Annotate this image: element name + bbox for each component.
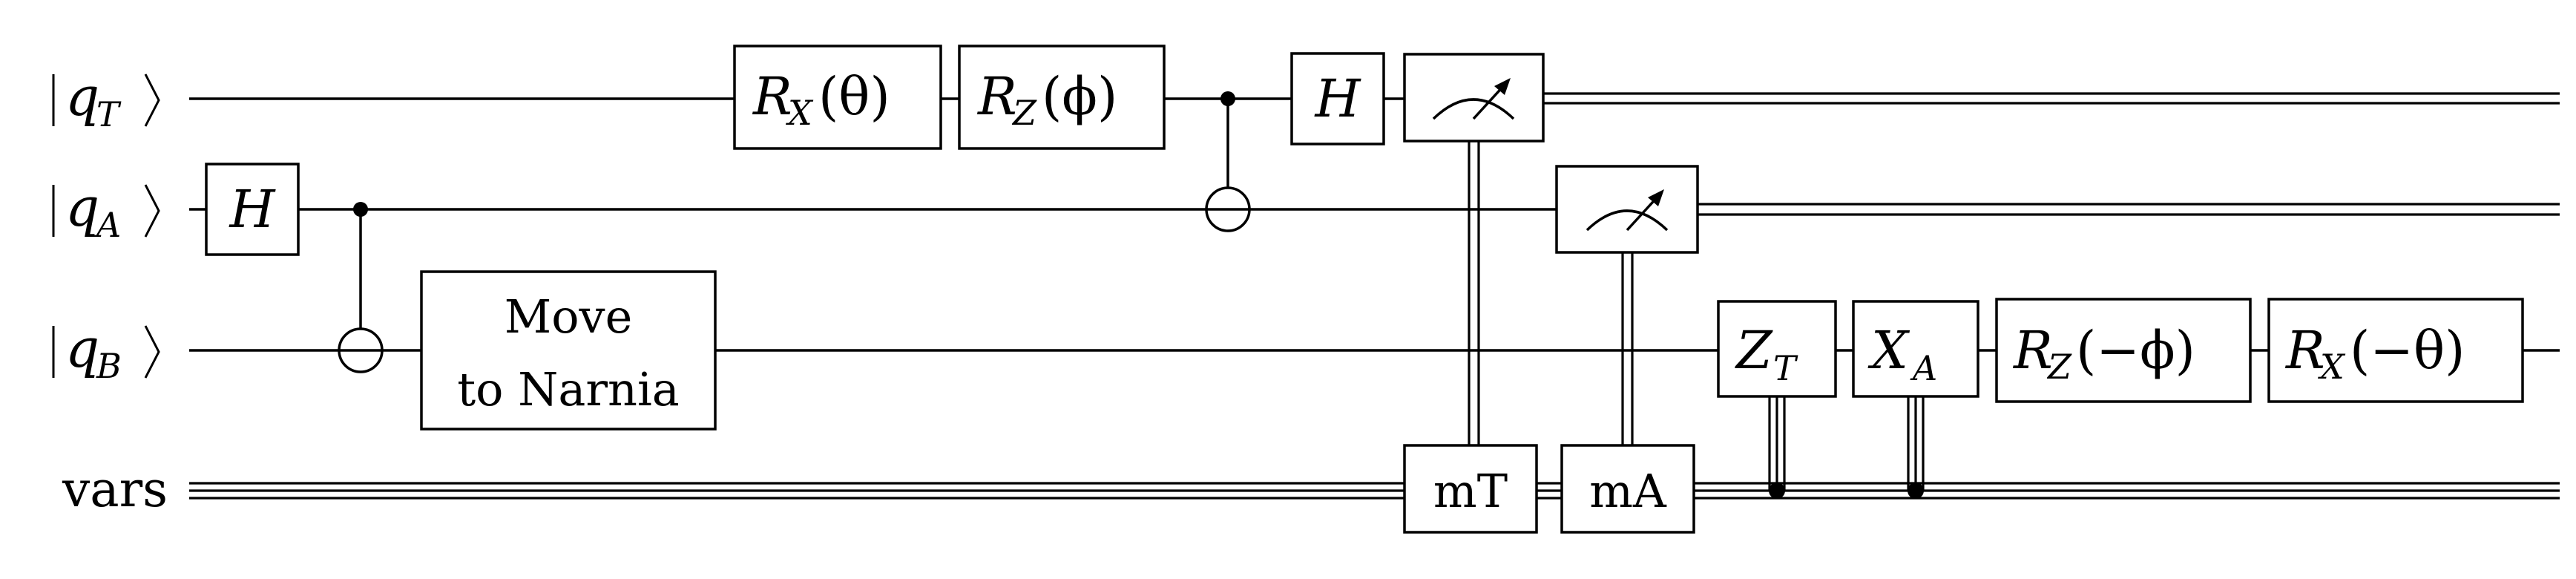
xa-gate: X A bbox=[1852, 300, 1979, 398]
rx-neg-theta-gate: R X (−θ) bbox=[2267, 298, 2524, 403]
rz-base: R bbox=[976, 66, 1017, 127]
rz-neg-base: R bbox=[2012, 320, 2053, 381]
gate-label: H bbox=[228, 179, 276, 240]
meter-arc-icon bbox=[1432, 98, 1515, 120]
store-mA-label: mA bbox=[1589, 464, 1667, 518]
classical-link-measure-qT bbox=[1468, 141, 1480, 445]
rx-neg-base: R bbox=[2284, 320, 2325, 381]
rx-neg-arg: (−θ) bbox=[2350, 320, 2465, 381]
ket-letter-qA: q bbox=[65, 176, 99, 238]
rz-phi-gate: R Z (ϕ) bbox=[958, 45, 1166, 150]
measurement-qA bbox=[1555, 165, 1699, 254]
rx-theta-gate: R X (θ) bbox=[733, 45, 942, 150]
ket-letter-qT: q bbox=[65, 65, 99, 128]
hadamard-gate-qA: H bbox=[205, 163, 300, 256]
xa-sub: A bbox=[1910, 348, 1937, 388]
rz-arg: (ϕ) bbox=[1042, 66, 1117, 127]
rz-neg-arg: (−ϕ) bbox=[2076, 320, 2195, 381]
zt-gate: Z T bbox=[1717, 300, 1837, 398]
wire-label-vars: vars bbox=[62, 461, 168, 518]
ket-subscript-qA: A bbox=[93, 205, 121, 245]
classical-control-xa bbox=[1907, 395, 1925, 499]
xa-base: X bbox=[1867, 320, 1910, 381]
control-dot bbox=[353, 202, 368, 217]
move-line2: to Narnia bbox=[457, 362, 680, 416]
classical-wire-qT bbox=[1543, 92, 2560, 105]
wire-label-qA: q A bbox=[52, 176, 160, 245]
move-line1: Move bbox=[505, 290, 633, 344]
move-to-narnia-gate: Move to Narnia bbox=[420, 270, 717, 431]
classical-store-mA: mA bbox=[1560, 444, 1695, 534]
control-dot bbox=[1220, 91, 1235, 106]
cnot-qA-qB bbox=[338, 202, 384, 373]
zt-base: Z bbox=[1735, 320, 1773, 381]
hadamard-gate-qT: H bbox=[1290, 52, 1385, 145]
rz-neg-sub: Z bbox=[2046, 347, 2072, 387]
store-mT-label: mT bbox=[1433, 464, 1508, 518]
zt-sub: T bbox=[1773, 348, 1798, 388]
rx-base: R bbox=[752, 66, 792, 127]
rx-sub: X bbox=[786, 93, 814, 133]
classical-control-dot bbox=[1908, 482, 1924, 499]
rz-sub: Z bbox=[1011, 93, 1037, 133]
wire-label-qB: q B bbox=[52, 317, 160, 386]
rx-arg: (θ) bbox=[818, 66, 890, 127]
ket-subscript-qB: B bbox=[96, 346, 122, 386]
cnot-qT-qA bbox=[1205, 91, 1251, 232]
meter-arc-icon bbox=[1586, 209, 1669, 232]
classical-store-mT: mT bbox=[1403, 444, 1538, 534]
classical-register-vars bbox=[189, 482, 2560, 500]
classical-link-measure-qA bbox=[1621, 252, 1634, 445]
rx-neg-sub: X bbox=[2318, 347, 2346, 387]
classical-control-zt bbox=[1768, 395, 1786, 499]
rz-neg-phi-gate: R Z (−ϕ) bbox=[1995, 298, 2252, 403]
ket-letter-qB: q bbox=[65, 317, 99, 379]
wire-label-qT: q T bbox=[52, 65, 160, 134]
gate-label: H bbox=[1313, 68, 1361, 129]
ket-subscript-qT: T bbox=[96, 94, 122, 134]
classical-control-dot bbox=[1769, 482, 1785, 499]
measurement-qT bbox=[1403, 53, 1545, 143]
classical-wire-qA bbox=[1698, 203, 2560, 216]
